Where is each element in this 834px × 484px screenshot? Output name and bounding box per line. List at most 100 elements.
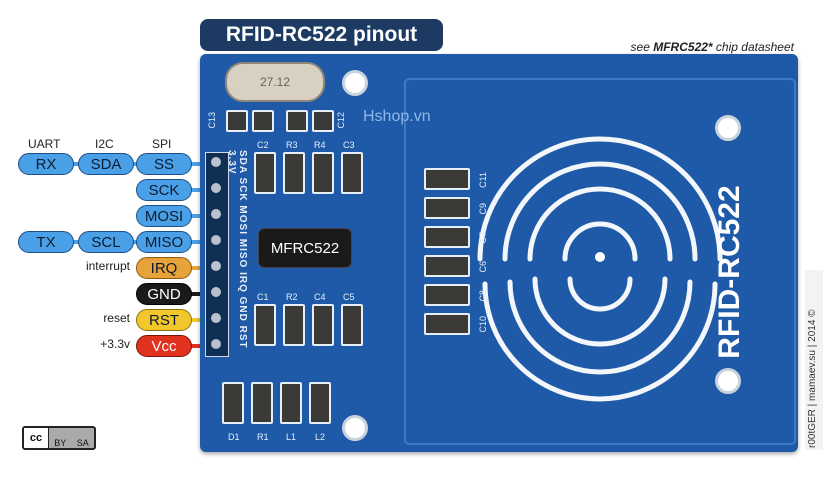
cap-c5 (341, 304, 363, 346)
row-vcc-connector (180, 344, 210, 348)
cap-c12-a (286, 110, 308, 132)
led-d1 (222, 382, 244, 424)
spi-header: SPI (152, 137, 172, 151)
pin-label-rst: RST (136, 309, 192, 331)
cap-c7 (424, 226, 470, 248)
watermark-text: Hshop.vn (363, 108, 431, 125)
cc-icon: cc (24, 428, 49, 448)
silk-c1: C1 (257, 292, 269, 302)
interrupt-note: interrupt (85, 259, 130, 273)
board-name-silk: RFID-RC522 (700, 170, 760, 370)
antenna-trace (404, 78, 796, 445)
header-pin-silk: SDA SCK MOSI MISO IRQ GND RST 3.3V (226, 150, 248, 349)
pin-label-sck: SCK (136, 179, 192, 201)
silk-c2: C2 (257, 140, 269, 150)
res-r4 (312, 152, 334, 194)
res-r3 (283, 152, 305, 194)
mount-hole-bottom-left (342, 415, 368, 441)
silk-c10: C10 (478, 316, 488, 333)
mfrc522-chip: MFRC522 (258, 228, 352, 268)
reset-note: reset (103, 311, 130, 325)
header-pin-7 (211, 313, 221, 323)
row-miso-connector (60, 240, 210, 244)
row-mosi-connector (180, 214, 210, 218)
silk-l1: L1 (286, 432, 297, 442)
cap-c3 (341, 152, 363, 194)
datasheet-note: see MFRC522* chip datasheet (631, 40, 794, 54)
header-pin-1 (211, 157, 221, 167)
silk-l2: L2 (315, 432, 326, 442)
note-suffix: chip datasheet (712, 40, 794, 54)
cap-c13-b (252, 110, 274, 132)
silk-r1: R1 (257, 432, 269, 442)
silk-c13: C13 (207, 112, 217, 129)
res-r2 (283, 304, 305, 346)
credit-strip: r00tGER | mamaev.su | 2014 © (805, 270, 823, 450)
credit-text: r00tGER | mamaev.su | 2014 © (807, 309, 818, 448)
cap-c13-a (226, 110, 248, 132)
pin-label-gnd: GND (136, 283, 192, 305)
pin-label-scl: SCL (78, 231, 134, 253)
pin-label-ss: SS (136, 153, 192, 175)
cap-c12-b (312, 110, 334, 132)
silk-c4: C4 (314, 292, 326, 302)
pin-label-sda: SDA (78, 153, 134, 175)
note-prefix: see (630, 40, 654, 54)
ind-l2 (309, 382, 331, 424)
pin-label-tx: TX (18, 231, 74, 253)
pin-label-miso: MISO (136, 231, 192, 253)
cap-c2 (254, 152, 276, 194)
header-pin-3 (211, 209, 221, 219)
antenna-center (595, 252, 605, 262)
cap-c11 (424, 168, 470, 190)
header-pin-2 (211, 183, 221, 193)
silk-c12: C12 (336, 112, 346, 129)
pin-label-rx: RX (18, 153, 74, 175)
silk-d1: D1 (228, 432, 240, 442)
pin-label-vcc: Vcc (136, 335, 192, 357)
cc-sa-icon: SA (76, 438, 89, 448)
cap-c6 (424, 255, 470, 277)
board-name-text: RFID-RC522 (713, 185, 746, 359)
silk-c3: C3 (343, 140, 355, 150)
pin-label-mosi: MOSI (136, 205, 192, 227)
header-pin-8 (211, 339, 221, 349)
silk-r2: R2 (286, 292, 298, 302)
silk-c5: C5 (343, 292, 355, 302)
res-r1 (251, 382, 273, 424)
silk-c7: C7 (478, 232, 488, 244)
row-rst-connector (180, 318, 210, 322)
pin-label-irq: IRQ (136, 257, 192, 279)
board-artwork (404, 78, 796, 445)
cap-c8 (424, 284, 470, 306)
row-sck-connector (180, 188, 210, 192)
row-ss-connector (60, 162, 210, 166)
cc-license-badge: cc BY SA (22, 426, 96, 450)
silk-r3: R3 (286, 140, 298, 150)
silk-c11: C11 (478, 172, 488, 188)
silk-c9: C9 (478, 203, 488, 215)
mount-hole-bottom-right (715, 368, 741, 394)
cap-c4 (312, 304, 334, 346)
antenna-arcs (477, 136, 723, 402)
supply-note: +3.3v (100, 337, 130, 351)
uart-header: UART (28, 137, 61, 151)
cap-c10 (424, 313, 470, 335)
cap-c1 (254, 304, 276, 346)
page-title: RFID-RC522 pinout (200, 19, 443, 51)
note-chip: MFRC522* (653, 40, 713, 54)
silk-c8: C8 (478, 290, 488, 302)
header-pin-5 (211, 261, 221, 271)
mount-hole-top-right (715, 115, 741, 141)
silk-r4: R4 (314, 140, 326, 150)
cap-c9 (424, 197, 470, 219)
silk-c6: C6 (478, 261, 488, 273)
mount-hole-top-left (342, 70, 368, 96)
row-irq-connector (180, 266, 210, 270)
ind-l1 (280, 382, 302, 424)
header-pin-4 (211, 235, 221, 245)
header-pin-6 (211, 287, 221, 297)
crystal-oscillator: 27.12 (225, 62, 325, 102)
i2c-header: I2C (95, 137, 114, 151)
row-gnd-connector (180, 292, 210, 296)
